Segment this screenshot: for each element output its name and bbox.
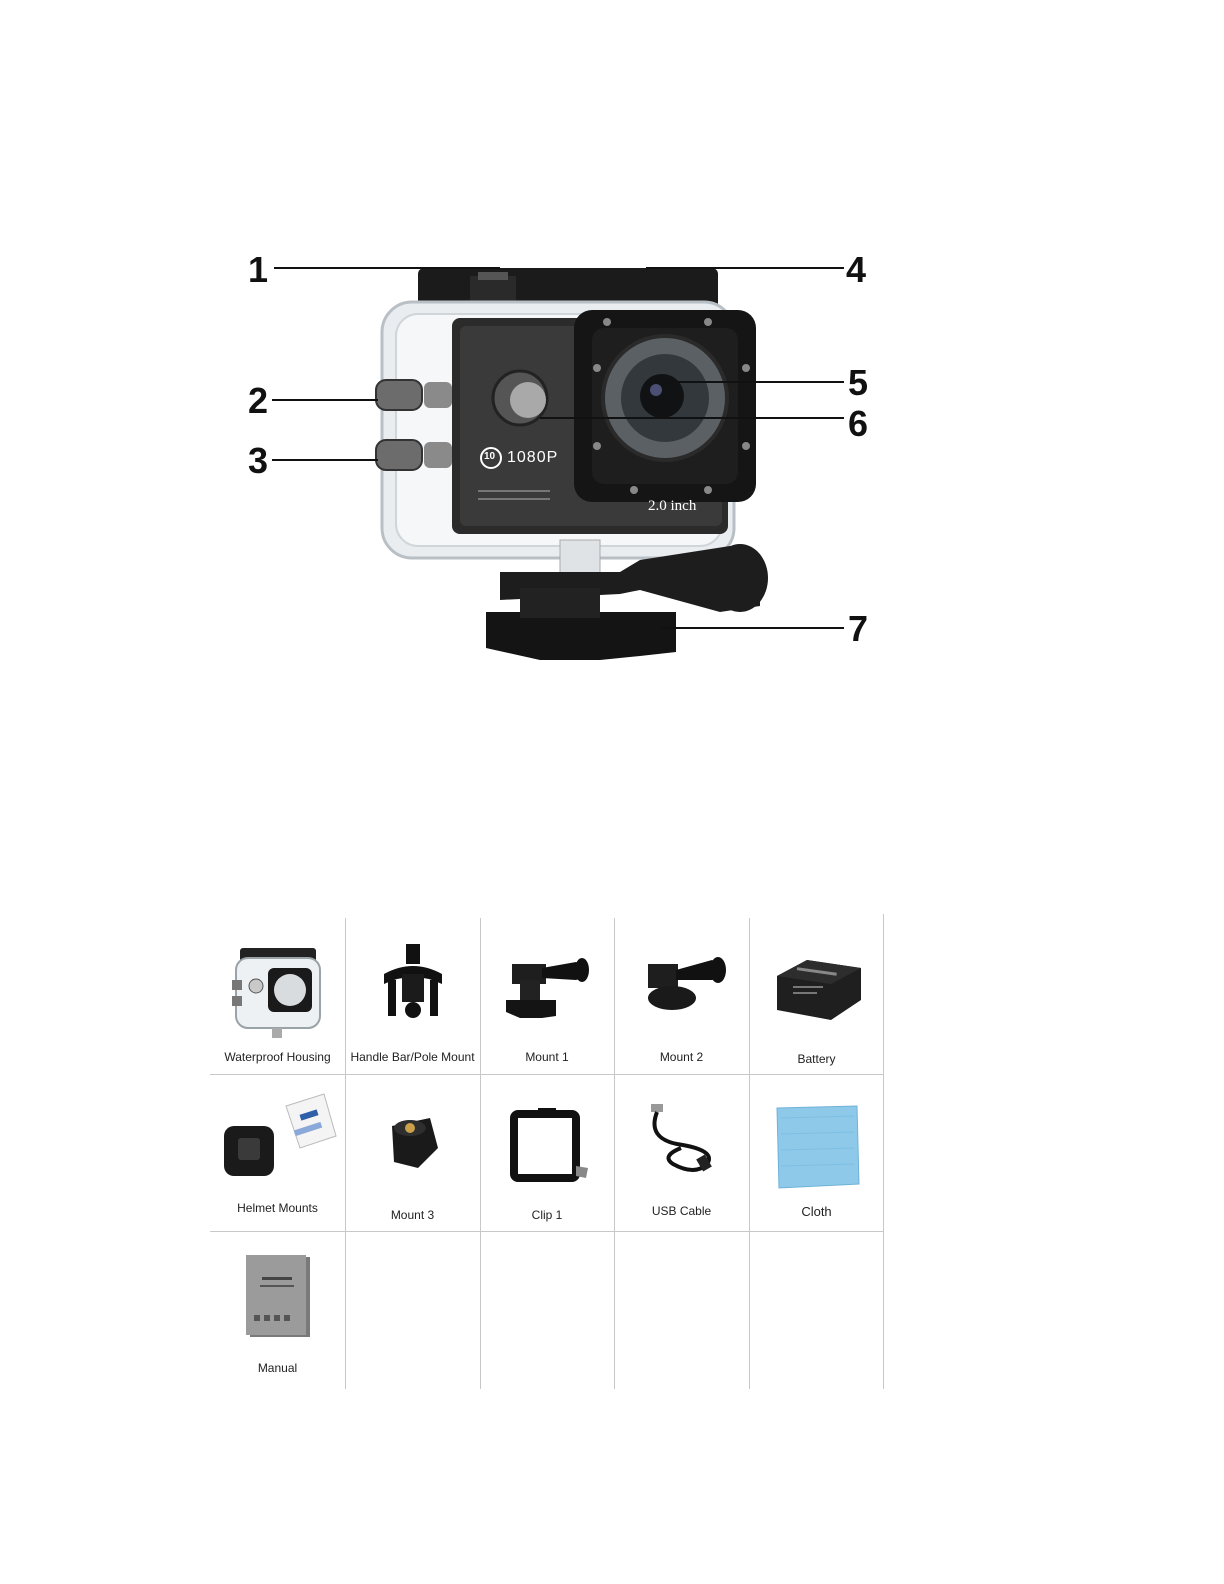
accessory-cloth: Cloth <box>749 1074 884 1231</box>
accessory-label: Mount 3 <box>345 1208 480 1222</box>
empty-cell <box>480 1231 614 1389</box>
empty-cell <box>614 1231 749 1389</box>
clip-1-icon <box>502 1106 592 1186</box>
usb-cable-icon <box>637 1098 727 1178</box>
camera-illustration <box>0 0 1224 720</box>
accessory-mount-2: Mount 2 <box>614 914 749 1074</box>
accessory-waterproof-housing: Waterproof Housing <box>210 914 345 1074</box>
accessory-manual: Manual <box>210 1231 345 1389</box>
accessory-handlebar-mount: Handle Bar/Pole Mount <box>345 914 480 1074</box>
accessory-helmet-mounts: Helmet Mounts <box>210 1074 345 1231</box>
accessory-clip-1: Clip 1 <box>480 1074 614 1231</box>
screen-size-label: 2.0 inch <box>648 498 696 515</box>
camera-diagram: 1 2 3 4 5 6 7 10 1080P 2.0 inch <box>0 0 1224 720</box>
mount-1-icon <box>502 950 592 1030</box>
accessory-label: Clip 1 <box>480 1208 614 1222</box>
mount-3-icon <box>378 1108 448 1178</box>
empty-cell <box>345 1231 480 1389</box>
accessory-label: Cloth <box>749 1204 884 1219</box>
resolution-badge: 1080P <box>507 449 558 467</box>
callout-1: 1 <box>248 252 268 288</box>
mount-2-icon <box>632 950 732 1030</box>
accessory-mount-3: Mount 3 <box>345 1074 480 1231</box>
manual-icon <box>240 1251 316 1341</box>
callout-5: 5 <box>848 365 868 401</box>
accessory-label: Mount 1 <box>480 1050 614 1064</box>
accessory-label: Mount 2 <box>614 1050 749 1064</box>
helmet-mounts-icon <box>216 1086 340 1186</box>
callout-2: 2 <box>248 383 268 419</box>
waterproof-housing-icon <box>228 940 328 1040</box>
accessory-mount-1: Mount 1 <box>480 914 614 1074</box>
accessory-label: Handle Bar/Pole Mount <box>345 1050 480 1064</box>
accessories-grid: Waterproof Housing Handle Bar/Pole Mount… <box>210 914 884 1389</box>
cloth-icon <box>769 1104 865 1190</box>
empty-cell <box>749 1231 884 1389</box>
handlebar-mount-icon <box>368 940 458 1030</box>
accessory-battery: Battery <box>749 914 884 1074</box>
accessory-label: Battery <box>749 1052 884 1066</box>
accessory-label: Waterproof Housing <box>210 1050 345 1064</box>
callout-6: 6 <box>848 406 868 442</box>
callout-3: 3 <box>248 443 268 479</box>
callout-7: 7 <box>848 611 868 647</box>
accessory-usb-cable: USB Cable <box>614 1074 749 1231</box>
battery-icon <box>767 950 867 1030</box>
accessory-label: USB Cable <box>614 1204 749 1218</box>
accessory-label: Helmet Mounts <box>210 1201 345 1215</box>
callout-4: 4 <box>846 252 866 288</box>
accessory-label: Manual <box>210 1361 345 1375</box>
badge-icon-text: 10 <box>484 451 495 462</box>
